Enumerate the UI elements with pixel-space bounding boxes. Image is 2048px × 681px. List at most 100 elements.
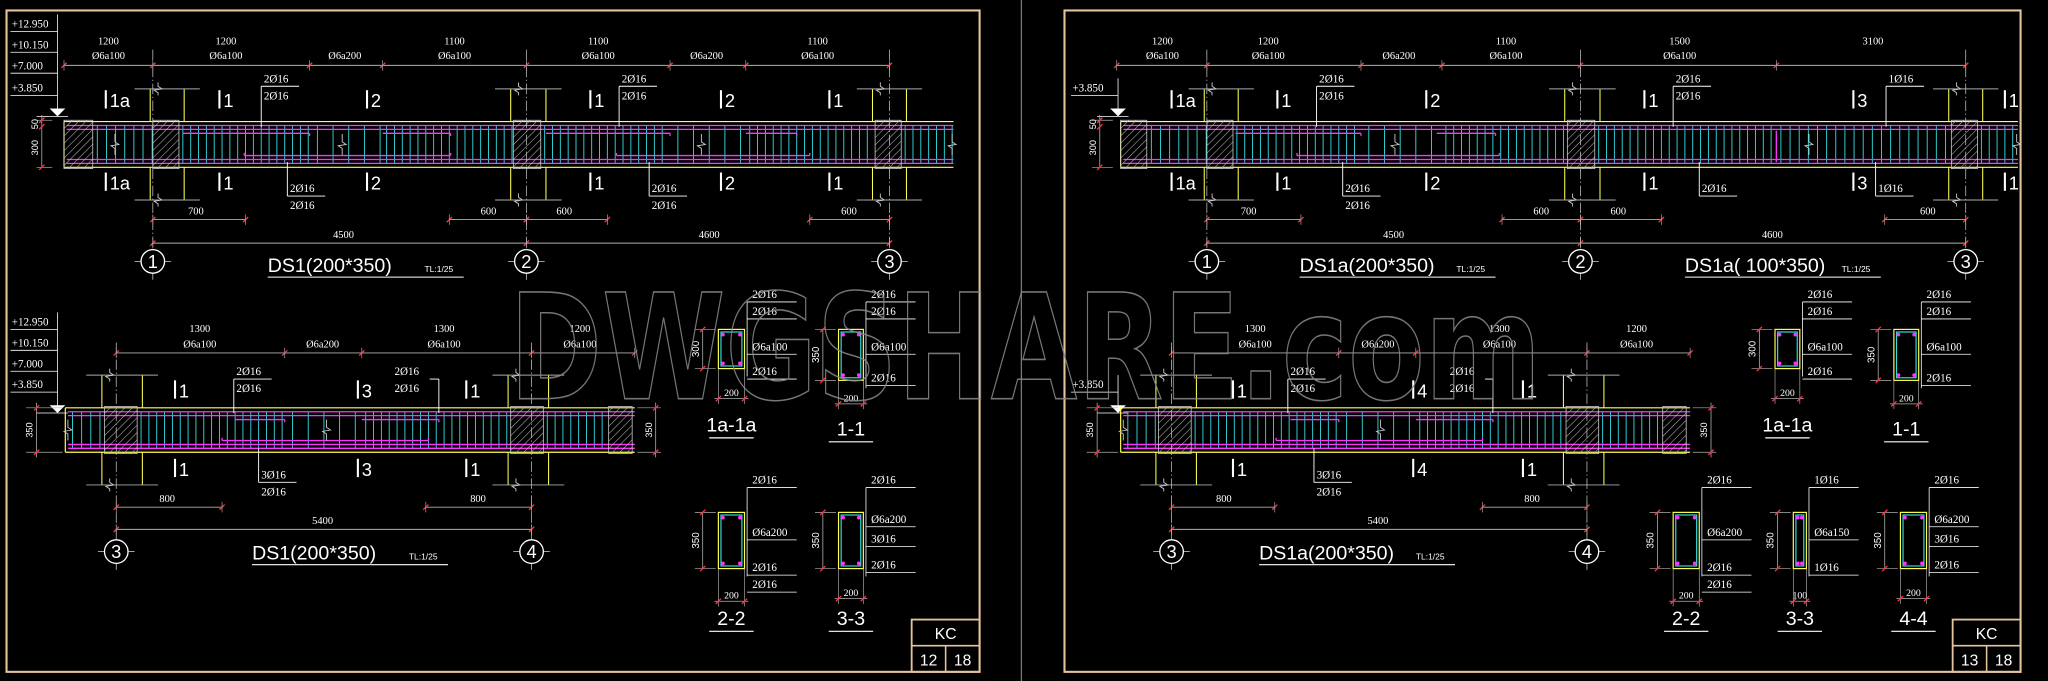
section-mark: 1	[1527, 459, 1537, 480]
column-section	[104, 406, 138, 454]
dimension-tick	[1881, 509, 1888, 516]
section-mark: 1	[179, 459, 189, 480]
stirrup-label: Ø6a100	[183, 340, 216, 351]
break-mark	[337, 133, 348, 155]
section-rebar-dot	[1793, 361, 1798, 366]
section-mark: 1	[223, 173, 233, 194]
section-mark: 2	[371, 90, 381, 111]
height-dimension: 350	[644, 422, 654, 437]
axis-bubble	[140, 249, 166, 274]
section-height-dim: 350	[1646, 532, 1657, 549]
rebar-note: 3Ø16	[261, 469, 286, 481]
section-mark: 1	[1237, 459, 1247, 480]
section-note: 2Ø16	[1927, 289, 1952, 301]
section-rebar-dot	[1903, 561, 1907, 566]
section-mark: 1	[2009, 173, 2019, 194]
sheet-number: 13	[1961, 652, 1979, 669]
dimension-tick	[699, 365, 706, 372]
rebar-note: 1Ø16	[1878, 183, 1903, 195]
section-stirrup	[1795, 514, 1805, 567]
section-rebar-dot	[1777, 361, 1782, 366]
section-rebar-dot	[721, 561, 725, 566]
sheet-number: 12	[920, 652, 937, 669]
break-mark	[104, 368, 115, 382]
section-rebar-dot	[841, 373, 845, 377]
stirrup-label: Ø6a100	[438, 51, 471, 62]
sheet-border-left	[5, 9, 981, 673]
rebar-note: 2Ø16	[1345, 200, 1370, 212]
section-note: 2Ø16	[752, 289, 777, 301]
section-rebar-dot	[1793, 332, 1798, 337]
section-outline	[837, 511, 864, 570]
break-mark	[1158, 478, 1169, 492]
rebar-note: 2Ø16	[290, 183, 315, 195]
section-rebar-dot	[1675, 515, 1680, 520]
section-mark: 1	[223, 90, 233, 111]
axis-dimension: 4600	[1762, 230, 1783, 241]
rebar-note: 2Ø16	[1345, 183, 1370, 195]
section-mark: 3	[1857, 173, 1867, 194]
column-section	[1950, 119, 1978, 170]
section-note: 1Ø16	[1814, 475, 1839, 487]
break-mark	[321, 419, 332, 441]
section-mark: 2	[725, 90, 735, 111]
section-width-dim: 200	[844, 588, 859, 599]
elevation-label: +3.850	[12, 82, 44, 94]
rebar-note: 2Ø16	[394, 366, 419, 378]
section-note: 2Ø16	[1808, 366, 1833, 378]
section-mark: 1	[1237, 380, 1247, 401]
section-rebar-dot	[841, 561, 845, 566]
break-mark	[152, 82, 164, 96]
height-dimension: 50	[30, 119, 40, 129]
section-stirrup	[1675, 514, 1698, 567]
dimension-tick	[699, 565, 706, 572]
short-dimension: 600	[481, 206, 497, 217]
section-note: 3Ø16	[871, 533, 896, 545]
section-note: 2Ø16	[1707, 475, 1732, 487]
dimension-tick	[1096, 123, 1103, 130]
section-note: Ø6a100	[752, 341, 788, 353]
axis-bubble	[103, 539, 129, 565]
section-note: 2Ø16	[1808, 289, 1833, 301]
elevation-label: +10.150	[12, 39, 49, 51]
section-mark: 1	[179, 380, 189, 401]
section-rebar-dot	[856, 332, 861, 337]
height-dimension: 300	[1088, 140, 1098, 155]
break-mark	[1951, 82, 1962, 96]
rebar-note: 3Ø16	[1317, 469, 1342, 481]
section-title: 2-2	[717, 608, 745, 630]
rebar-note: 2Ø16	[622, 90, 647, 102]
dimension-tick	[1790, 598, 1797, 605]
rebar-note: 2Ø16	[1290, 366, 1315, 378]
section-title: 1a-1a	[1762, 414, 1812, 436]
short-dimension: 600	[1533, 206, 1549, 217]
axis-bubble	[1194, 249, 1220, 274]
rebar-note: 2Ø16	[1319, 90, 1344, 102]
section-rebar-dot	[1799, 515, 1804, 520]
dimension-tick	[1096, 164, 1103, 171]
drawing-code: KC	[935, 626, 957, 643]
elevation-label: +3.850	[12, 379, 44, 391]
section-rebar-dot	[856, 561, 861, 566]
span-dimension: 1300	[1489, 324, 1510, 335]
section-rebar-dot	[841, 515, 845, 520]
span-dimension: 1200	[1152, 36, 1173, 47]
section-mark: 1a	[1176, 173, 1197, 194]
section-width-dim: 200	[1906, 588, 1921, 599]
span-dimension: 1200	[1626, 324, 1647, 335]
elevation-label: +7.000	[12, 60, 44, 72]
stirrup-label: Ø6a200	[328, 51, 361, 62]
break-mark	[696, 133, 707, 155]
section-height-dim: 350	[1866, 346, 1877, 363]
section-mark: 4	[1417, 380, 1427, 401]
section-rebar-dot	[1896, 373, 1901, 377]
beam-title: DS1(200*350)	[268, 255, 392, 277]
short-dimension: 600	[1920, 206, 1936, 217]
break-mark	[1951, 193, 1962, 207]
dimension-tick	[38, 123, 45, 130]
dimension-tick	[652, 449, 659, 456]
section-note: 2Ø16	[871, 289, 896, 301]
stirrup-label: Ø6a100	[563, 340, 596, 351]
section-rebar-dot	[1692, 515, 1697, 520]
axis-number: 2	[521, 251, 531, 272]
